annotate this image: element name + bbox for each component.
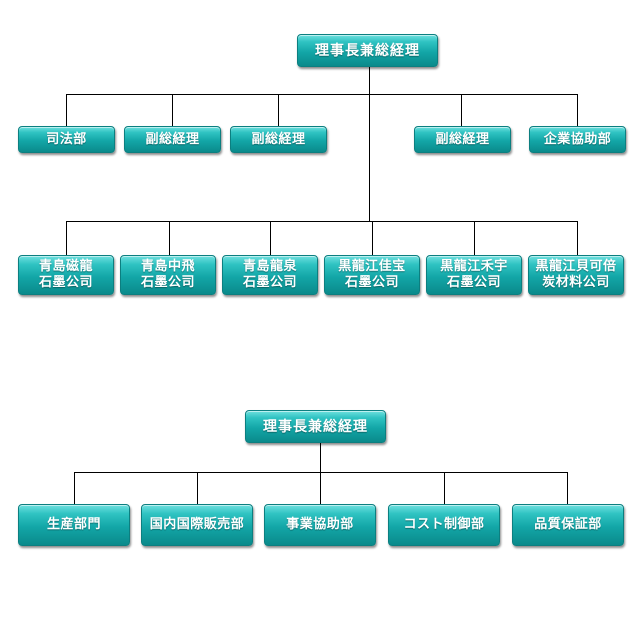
chart2-connector-drop-1 bbox=[74, 472, 75, 504]
chart1-row2-node-2: 青島中飛 石墨公司 bbox=[120, 255, 216, 295]
chart2-dept-label-1: 生産部門 bbox=[46, 517, 101, 532]
chart2-connector-trunk bbox=[320, 443, 321, 472]
chart2-dept-node-1: 生産部門 bbox=[18, 504, 130, 546]
chart1-row2-line1-3: 青島龍泉 bbox=[242, 259, 297, 274]
chart1-row1-node-2: 副総経理 bbox=[124, 126, 221, 153]
connector-row1-bar bbox=[66, 94, 578, 95]
chart2-connector-drop-2 bbox=[197, 472, 198, 504]
chart1-top-node: 理事長兼総経理 bbox=[297, 34, 438, 67]
chart1-row2-node-3: 青島龍泉 石墨公司 bbox=[222, 255, 318, 295]
chart2-connector-bar bbox=[74, 472, 568, 473]
chart2-dept-node-3: 事業協助部 bbox=[264, 504, 376, 546]
chart1-row2-line1-5: 黒龍江禾宇 bbox=[440, 259, 508, 274]
chart1-row1-node-1: 司法部 bbox=[18, 126, 115, 153]
connector-row2-drop-4 bbox=[372, 221, 373, 255]
chart2-dept-label-4: コスト制御部 bbox=[403, 517, 485, 532]
chart1-row1-label-2: 副総経理 bbox=[145, 131, 200, 147]
chart1-row2-node-1: 青島磁龍 石墨公司 bbox=[18, 255, 114, 295]
chart2-top-node: 理事長兼総経理 bbox=[245, 410, 386, 443]
connector-row2-bar bbox=[66, 221, 578, 222]
connector-top-trunk bbox=[369, 67, 370, 221]
chart1-row2-node-5: 黒龍江禾宇 石墨公司 bbox=[426, 255, 522, 295]
connector-row2-drop-3 bbox=[270, 221, 271, 255]
chart1-row1-label-1: 司法部 bbox=[46, 131, 87, 147]
chart1-row2-line1-4: 黒龍江佳宝 bbox=[338, 259, 406, 274]
chart2-connector-drop-4 bbox=[444, 472, 445, 504]
connector-row1-drop-2 bbox=[172, 94, 173, 126]
connector-row2-drop-6 bbox=[577, 221, 578, 255]
chart2-dept-label-3: 事業協助部 bbox=[286, 517, 354, 532]
chart1-row2-node-6: 黒龍江貝可倍 炭材料公司 bbox=[528, 255, 624, 295]
chart2-connector-drop-5 bbox=[567, 472, 568, 504]
chart1-row1-label-5: 企業協助部 bbox=[543, 131, 612, 147]
chart1-top-label: 理事長兼総経理 bbox=[315, 42, 420, 59]
chart2-top-label: 理事長兼総経理 bbox=[263, 418, 368, 435]
chart1-row1-label-3: 副総経理 bbox=[251, 131, 306, 147]
chart1-row2-line1-6: 黒龍江貝可倍 bbox=[535, 259, 617, 274]
chart2-dept-node-5: 品質保証部 bbox=[512, 504, 624, 546]
connector-row2-drop-1 bbox=[66, 221, 67, 255]
chart1-row2-node-4: 黒龍江佳宝 石墨公司 bbox=[324, 255, 420, 295]
chart2-dept-label-5: 品質保証部 bbox=[534, 517, 602, 532]
connector-row1-drop-3 bbox=[278, 94, 279, 126]
chart1-row1-node-3: 副総経理 bbox=[230, 126, 327, 153]
connector-row1-drop-4 bbox=[461, 94, 462, 126]
chart1-row2-line2-2: 石墨公司 bbox=[140, 275, 195, 290]
chart1-row2-line2-6: 炭材料公司 bbox=[542, 275, 610, 290]
chart1-row2-line2-3: 石墨公司 bbox=[242, 275, 297, 290]
chart2-dept-node-4: コスト制御部 bbox=[388, 504, 500, 546]
chart1-row1-label-4: 副総経理 bbox=[435, 131, 490, 147]
chart1-row1-node-5: 企業協助部 bbox=[529, 126, 626, 153]
connector-row2-drop-5 bbox=[474, 221, 475, 255]
chart2-connector-drop-3 bbox=[320, 472, 321, 504]
chart2-dept-label-2: 国内国際販売部 bbox=[149, 517, 245, 532]
chart2-dept-node-2: 国内国際販売部 bbox=[141, 504, 253, 546]
connector-row1-drop-1 bbox=[66, 94, 67, 126]
connector-row1-drop-5 bbox=[577, 94, 578, 126]
connector-row2-drop-2 bbox=[169, 221, 170, 255]
chart1-row2-line2-4: 石墨公司 bbox=[344, 275, 399, 290]
chart1-row2-line1-1: 青島磁龍 bbox=[38, 259, 93, 274]
chart1-row2-line2-5: 石墨公司 bbox=[446, 275, 501, 290]
chart1-row2-line2-1: 石墨公司 bbox=[38, 275, 93, 290]
chart1-row2-line1-2: 青島中飛 bbox=[140, 259, 195, 274]
chart1-row1-node-4: 副総経理 bbox=[414, 126, 511, 153]
